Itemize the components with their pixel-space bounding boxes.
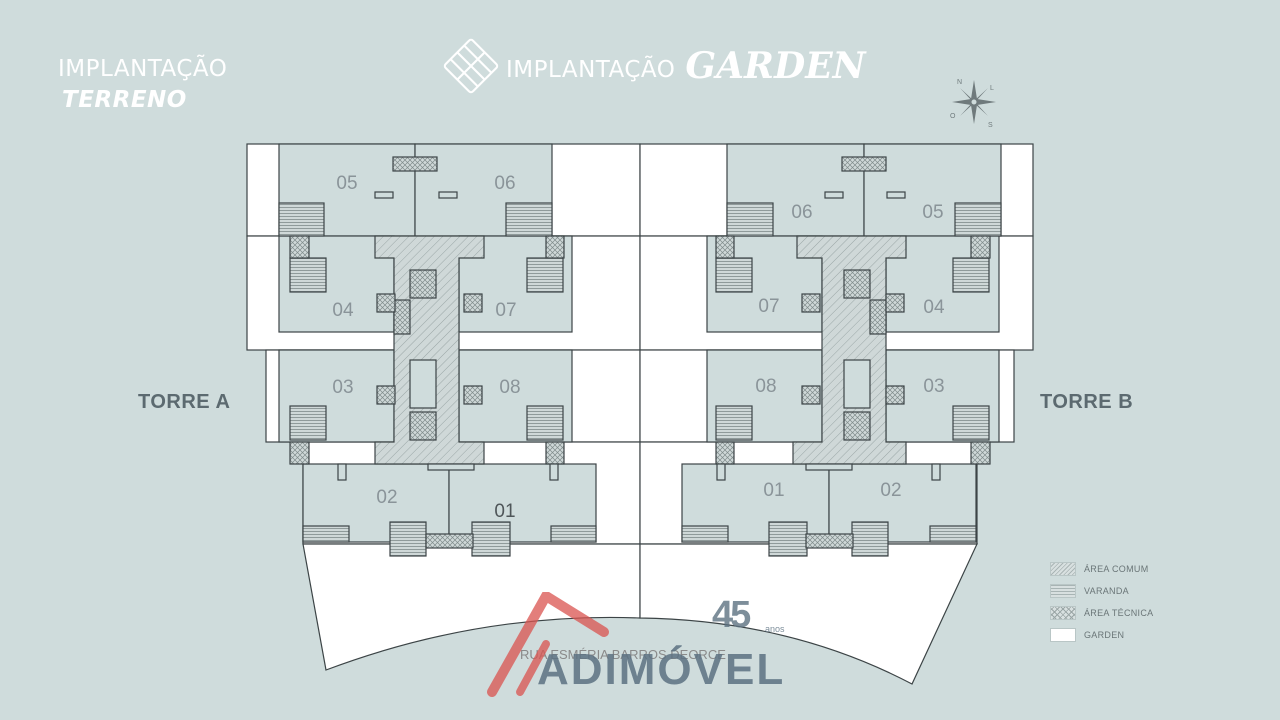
tower-b-unit-06 [726, 143, 865, 237]
terrain-title-line2: TERRENO [62, 87, 187, 113]
compass-n: N [957, 79, 962, 86]
garden-title: IMPLANTAÇÃO GARDEN [442, 36, 866, 96]
unit-a-06-label: 06 [494, 173, 515, 194]
legend-swatch-garden [1050, 628, 1076, 642]
unit-a-03-label: 03 [332, 377, 353, 398]
legend-item-tecnica: ÁREA TÉCNICA [1050, 602, 1153, 624]
watermark-years: 45 [712, 594, 751, 636]
tower-a-unit-numbers: 05 06 04 07 03 08 02 01 [332, 173, 520, 522]
legend-label-comum: ÁREA COMUM [1084, 564, 1149, 574]
unit-b-01-label: 01 [763, 480, 784, 501]
watermark-logo-icon [487, 592, 609, 697]
unit-a-05-label: 05 [336, 173, 357, 194]
unit-a-08-label: 08 [499, 377, 520, 398]
legend: ÁREA COMUM VARANDA ÁREA TÉCNICA GARDEN [1050, 558, 1153, 646]
unit-b-03-label: 03 [923, 376, 944, 397]
tower-b-balconies [681, 202, 1002, 557]
legend-item-comum: ÁREA COMUM [1050, 558, 1153, 580]
legend-swatch-tecnica [1050, 606, 1076, 620]
unit-a-07-label: 07 [495, 300, 516, 321]
unit-a-01-label: 01 [494, 501, 515, 522]
terrain-title: IMPLANTAÇÃO TERRENO [58, 58, 227, 112]
compass-l: L [990, 85, 994, 92]
unit-b-04-label: 04 [923, 297, 945, 318]
compass-o: O [950, 113, 956, 120]
legend-label-tecnica: ÁREA TÉCNICA [1084, 608, 1154, 618]
compass-rose-icon: N L S O [950, 79, 996, 129]
garden-title-prefix: IMPLANTAÇÃO [506, 57, 676, 83]
tower-b-label: TORRE B [1040, 391, 1134, 413]
terrain-title-line1: IMPLANTAÇÃO [58, 56, 228, 82]
unit-b-02-label: 02 [880, 480, 901, 501]
legend-swatch-varanda [1050, 584, 1076, 598]
tower-b-common-area [792, 235, 907, 465]
tower-a-fixtures [337, 191, 559, 481]
legend-label-garden: GARDEN [1084, 630, 1125, 640]
unit-b-07-label: 07 [758, 296, 779, 317]
garden-title-accent: GARDEN [685, 45, 866, 87]
tower-b-unit-numbers: 06 05 07 04 08 03 01 02 [755, 202, 945, 501]
tower-b-fixtures [716, 191, 941, 481]
unit-b-08-label: 08 [755, 376, 776, 397]
tower-a-common-area [374, 235, 485, 465]
legend-label-varanda: VARANDA [1084, 586, 1129, 596]
tower-a-label: TORRE A [138, 391, 231, 413]
unit-b-06-label: 06 [791, 202, 812, 223]
tower-b-units [681, 143, 1002, 543]
watermark-years-suffix: anos [765, 624, 785, 634]
legend-item-varanda: VARANDA [1050, 580, 1153, 602]
compass-s: S [988, 122, 993, 129]
watermark-brand: ADIMÓVEL [537, 645, 786, 694]
legend-swatch-comum [1050, 562, 1076, 576]
unit-a-04-label: 04 [332, 300, 354, 321]
unit-a-02-label: 02 [376, 487, 397, 508]
tower-b-technical [715, 156, 991, 549]
garden-logo-icon [443, 38, 499, 94]
legend-item-garden: GARDEN [1050, 624, 1153, 646]
street-name: RUA ESMÉRIA BARROS DEORCE [520, 647, 726, 662]
unit-b-05-label: 05 [922, 202, 943, 223]
tower-a-technical [289, 156, 565, 549]
